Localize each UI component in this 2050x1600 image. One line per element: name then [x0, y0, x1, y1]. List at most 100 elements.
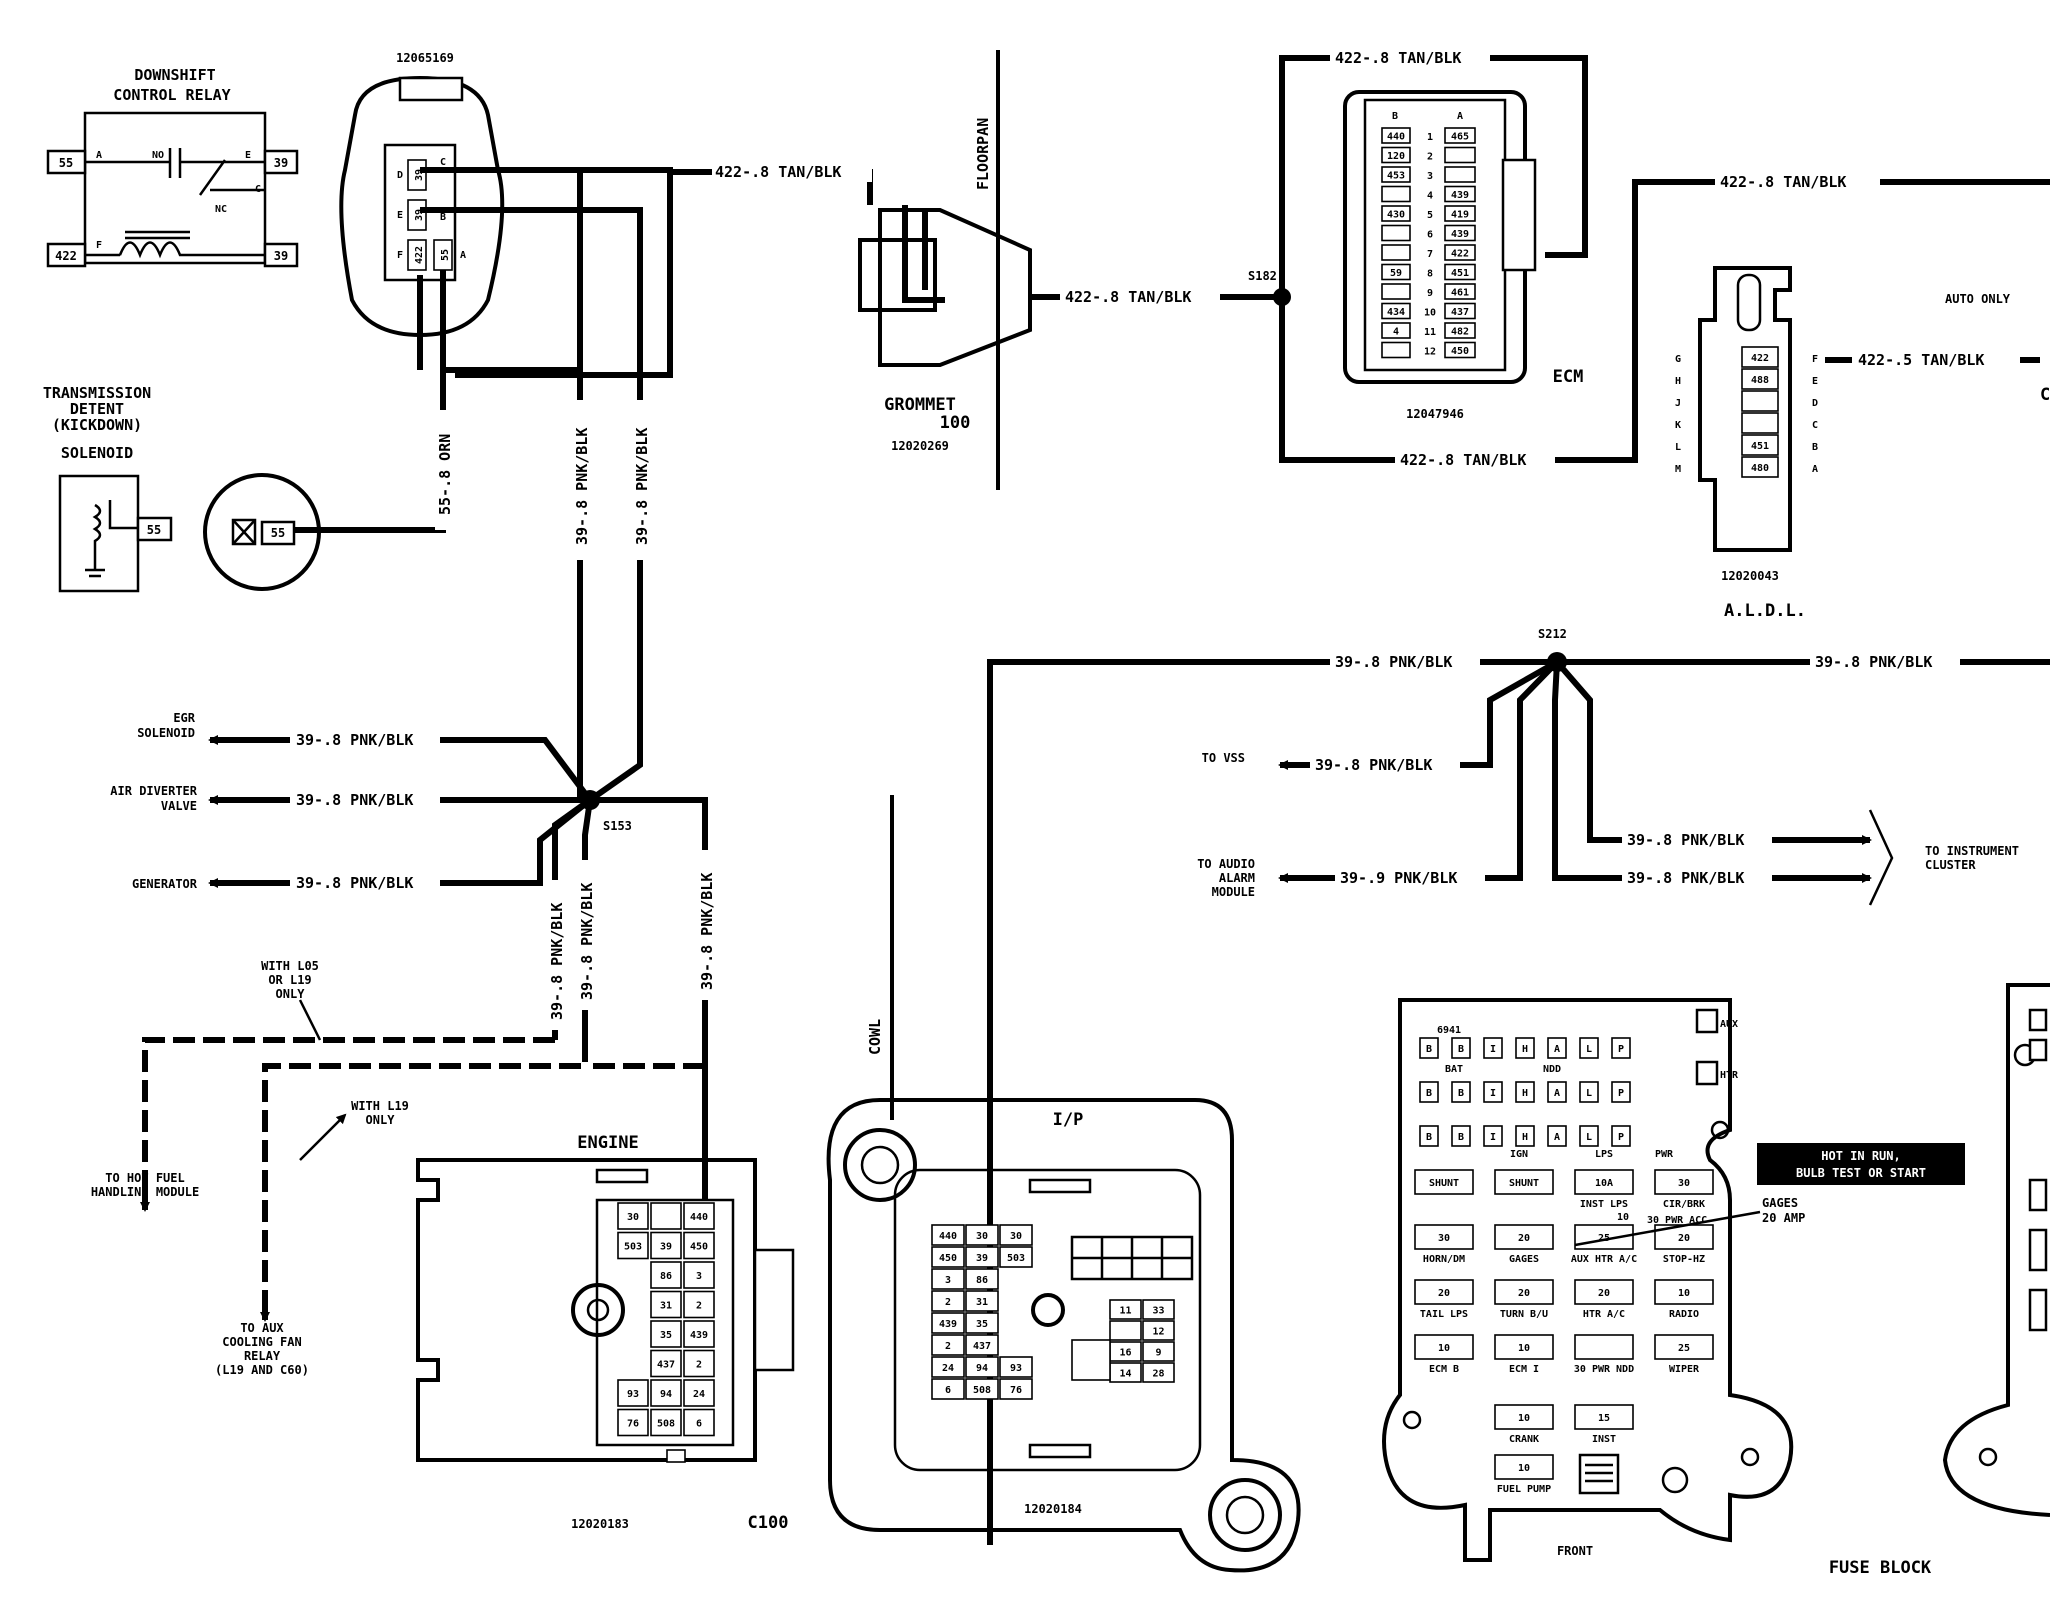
- wire-label: 39-.8 PNK/BLK: [1815, 653, 1932, 671]
- destinations-left: EGR SOLENOID AIR DIVERTER VALVE GENERATO…: [91, 711, 409, 1377]
- dest-egr: EGR: [173, 711, 195, 725]
- fuse-hole: [1661, 1466, 1689, 1494]
- dest-aux-fan: (L19 AND C60): [215, 1363, 309, 1377]
- fuse-value: 10: [1518, 1463, 1530, 1474]
- engine-latch: [595, 1168, 649, 1184]
- ip-cavity: [931, 1246, 965, 1268]
- fuse-name: HTR A/C: [1583, 1309, 1625, 1320]
- ecm-cavity-a: [1444, 146, 1476, 164]
- fuse-cell: [1494, 1169, 1554, 1195]
- right-edge-block: [1942, 983, 2050, 1517]
- ecm-cavity-b: [1381, 263, 1411, 281]
- engine-cavity: [617, 1202, 649, 1230]
- relay-title-2: CONTROL RELAY: [113, 86, 230, 104]
- connector-part-number: 12065169: [396, 51, 454, 65]
- ip-cavity-value: 30: [976, 1231, 988, 1242]
- connector-pin-letter: B: [440, 212, 446, 223]
- floorpan-label: FLOORPAN: [974, 118, 992, 190]
- ecm-cavity-b: [1381, 341, 1411, 359]
- ip-cavity: [965, 1312, 999, 1334]
- grommet-part: 12020269: [891, 439, 949, 453]
- wire-label: 39-.8 PNK/BLK: [1627, 869, 1744, 887]
- ip-right-cavity-value: 9: [1155, 1348, 1161, 1359]
- fuse-slot-value: A: [1554, 1044, 1560, 1055]
- fuse-cell: [1574, 1169, 1634, 1195]
- note-l05: WITH L05: [261, 959, 319, 973]
- fuse-slot-value: H: [1522, 1044, 1528, 1055]
- ecm-cavity-a-value: 465: [1451, 132, 1469, 143]
- aldl-cavity: [1741, 390, 1779, 412]
- engine-cavity-value: 2: [696, 1360, 702, 1371]
- ecm-cavity-b: [1381, 224, 1411, 242]
- hot-note-line: BULB TEST OR START: [1796, 1166, 1926, 1180]
- relay-pin-f: F: [96, 240, 102, 251]
- relay-wire-label: 39: [274, 156, 288, 170]
- engine-cavity: [683, 1261, 715, 1289]
- engine-cavity: [650, 1349, 682, 1378]
- fuse-slot-value: P: [1618, 1044, 1624, 1055]
- right-edge-pin: [2028, 1038, 2048, 1062]
- connector-pin-letter: A: [460, 250, 466, 261]
- ecm-cavity-b: [1381, 205, 1411, 222]
- wire-label: 39-.8 PNK/BLK: [633, 428, 651, 545]
- ecm-cavity-b: [1381, 302, 1411, 320]
- fuse-slot-value: B: [1458, 1044, 1464, 1055]
- aldl-part: 12020043: [1721, 569, 1779, 583]
- wire-to-cluster-b: [1554, 660, 1872, 845]
- fuse-value: 10: [1518, 1343, 1530, 1354]
- ip-right-cavity-value: 12: [1152, 1327, 1164, 1338]
- ecm-cavity-b: [1381, 185, 1411, 203]
- ecm-cavity-a: [1444, 224, 1476, 242]
- cavity-wire: 422: [414, 246, 425, 264]
- wire-label: 39-.8 PNK/BLK: [1315, 756, 1432, 774]
- engine-cavity-value: 35: [660, 1330, 672, 1341]
- fuse-value: SHUNT: [1509, 1178, 1539, 1189]
- fuse-slot: [1547, 1125, 1567, 1147]
- ip-right-cavity-value: 33: [1152, 1306, 1164, 1317]
- ecm-col-b: B: [1392, 111, 1398, 122]
- solenoid-coil: [85, 500, 138, 578]
- ecm-side-latch: [1501, 158, 1537, 272]
- ip-cavity: [931, 1378, 965, 1400]
- ip-right-cavity: [1142, 1320, 1175, 1341]
- ip-right-cavity: [1142, 1362, 1175, 1383]
- aldl-cavity: [1741, 434, 1779, 456]
- fuse-cell: [1574, 1334, 1634, 1360]
- connector-pin-letter: F: [397, 250, 403, 261]
- fuse-slot-value: B: [1426, 1088, 1432, 1099]
- wire-l05-dashed: [142, 860, 558, 1180]
- engine-cavity: [683, 1202, 715, 1230]
- dest-hot-fuel: TO HOT FUEL: [105, 1171, 184, 1185]
- gages-note: 20 AMP: [1762, 1211, 1805, 1225]
- ecm-cavity-a: [1444, 283, 1476, 300]
- solenoid-title: SOLENOID: [61, 444, 133, 462]
- ecm-cavity-b: [1381, 127, 1411, 144]
- c100-label: C100: [748, 1513, 789, 1533]
- ecm-row-number: 12: [1424, 347, 1436, 358]
- engine-bottom-key: [666, 1449, 686, 1463]
- ecm-cavity-b-value: 430: [1387, 210, 1405, 221]
- ecm-cavity-a-value: 422: [1451, 249, 1469, 260]
- fuse-name: 30 PWR NDD: [1574, 1364, 1634, 1375]
- relay-schematic: [85, 148, 265, 259]
- wire-39-b: [420, 207, 643, 370]
- aldl-left-pin: G: [1675, 354, 1681, 365]
- fuse-slot: [1419, 1081, 1439, 1103]
- engine-cavity-value: 31: [660, 1301, 672, 1312]
- ecm-row-number: 5: [1427, 210, 1433, 221]
- transmission-detent-solenoid: TRANSMISSION DETENT (KICKDOWN) SOLENOID …: [43, 384, 321, 593]
- relay-pin-e: E: [245, 150, 251, 161]
- fuse-value: 10: [1518, 1413, 1530, 1424]
- fuse-slot: [1451, 1037, 1471, 1059]
- wire-39-ip: [987, 659, 1557, 1545]
- ip-cavity: [965, 1334, 999, 1356]
- solenoid-wire: 55: [271, 526, 285, 540]
- engine-cavity: [650, 1320, 682, 1348]
- solenoid-title: (KICKDOWN): [52, 416, 142, 434]
- relay-nc-label: NC: [215, 204, 227, 215]
